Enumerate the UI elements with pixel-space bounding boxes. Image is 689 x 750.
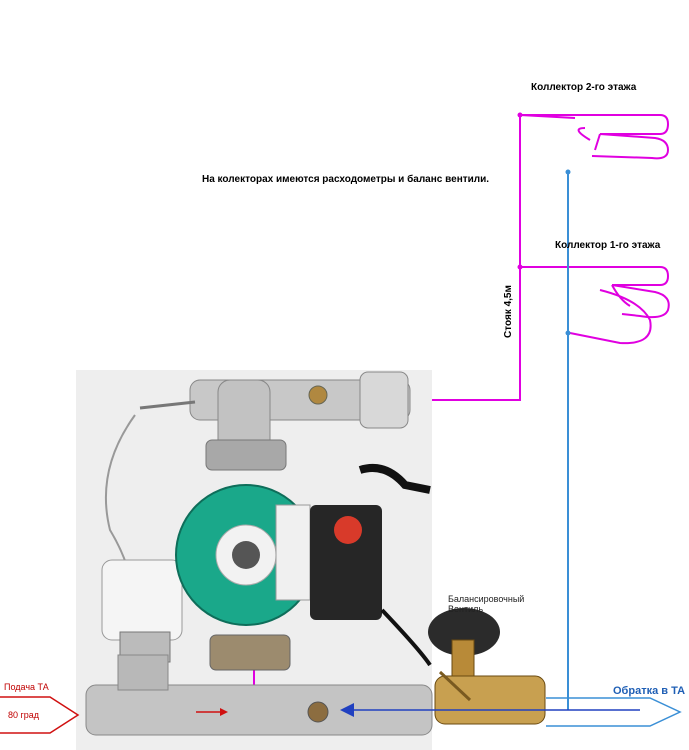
pump-mixing-unit [85,371,433,736]
floor1-collector-label: Коллектор 1-го этажа [555,240,661,251]
supply-label-1: Подача ТА [4,682,49,692]
supply-label-2: 80 град [8,710,40,720]
riser-label: Стояк 4,5м [503,285,514,338]
balancing-valve-label-2: Вентиль [448,604,484,614]
return-label: Обратка в ТА [613,685,686,697]
floor2-collector-label: Коллектор 2-го этажа [531,82,637,93]
collectors-note: На колекторах имеются расходометры и бал… [202,174,490,185]
balancing-valve-icon [428,608,546,725]
balancing-valve-label-1: Балансировочный [448,594,525,604]
return-outlet-arrow [546,697,682,727]
